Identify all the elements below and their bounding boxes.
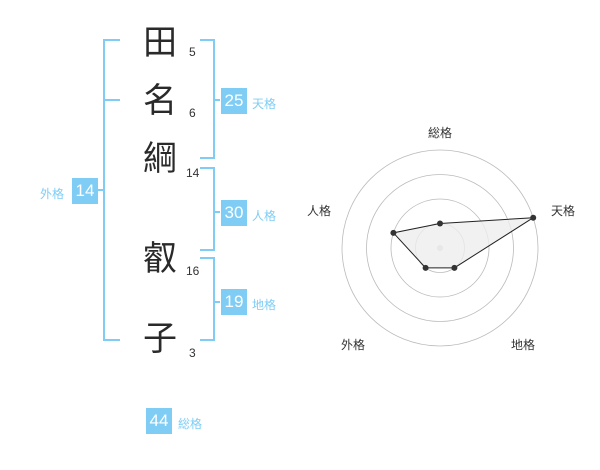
radar-ring [390, 198, 490, 298]
soukaku-value: 44 [146, 408, 172, 434]
tenkaku-label: 天格 [252, 97, 277, 111]
name-char-3: 綱 [143, 139, 177, 179]
jinkaku-bracket [200, 167, 215, 251]
jinkaku-label: 人格 [252, 209, 277, 223]
name-char-1: 田 [143, 23, 177, 63]
jinkaku-value: 30 [221, 200, 247, 226]
gaikaku-label: 外格 [40, 187, 65, 201]
tenkaku-value: 25 [221, 88, 247, 114]
stroke-count-2: 6 [189, 106, 196, 120]
chikaku-label: 地格 [252, 298, 277, 312]
name-char-4: 叡 [143, 239, 177, 279]
radar-point-3 [451, 264, 458, 271]
radar-point-5 [390, 229, 397, 236]
radar-label-gaikaku: 外格 [341, 338, 366, 352]
stroke-count-5: 3 [189, 346, 196, 360]
stroke-count-3: 14 [186, 166, 200, 180]
radar-point-4 [422, 264, 429, 271]
name-char-5: 子 [143, 319, 177, 359]
radar-label-jinkaku: 人格 [307, 204, 332, 218]
gaikaku-value: 14 [72, 178, 98, 204]
stroke-count-1: 5 [189, 45, 196, 59]
chikaku-bracket [200, 257, 215, 341]
radar-label-chikaku: 地格 [511, 338, 536, 352]
radar-point-1 [437, 220, 443, 227]
stroke-count-4: 16 [186, 264, 200, 278]
radar-point-2 [530, 214, 537, 221]
radar-label-soukaku: 総格 [428, 126, 453, 140]
soukaku-label: 総格 [178, 417, 203, 431]
chikaku-value: 19 [221, 289, 247, 315]
radar-ring [366, 174, 514, 322]
radar-series-polygon [392, 217, 534, 269]
name-char-2: 名 [143, 81, 177, 121]
radar-label-tenkaku: 天格 [551, 204, 576, 218]
radar-ring [341, 149, 539, 347]
